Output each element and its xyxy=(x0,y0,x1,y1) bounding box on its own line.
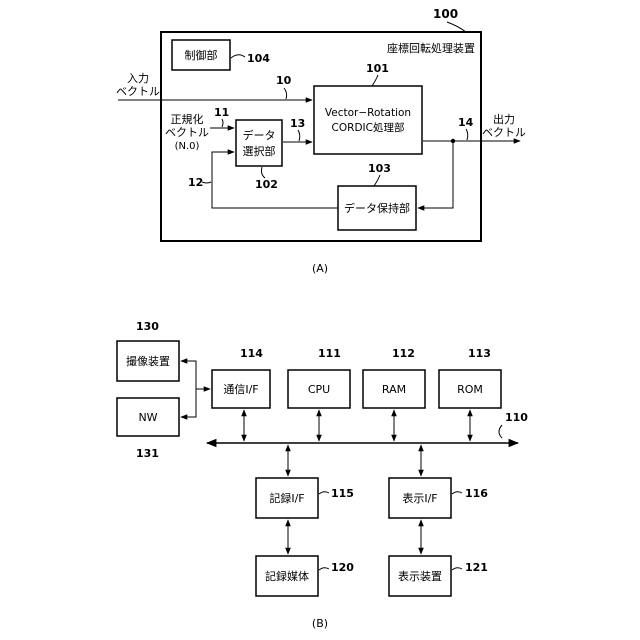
ram-ref: 112 xyxy=(392,347,415,360)
nw-label: NW xyxy=(138,411,157,424)
figure-b: 撮像装置 130 NW 131 通信I/F 114 CPU 111 RAM 11… xyxy=(117,320,528,630)
ram-label: RAM xyxy=(382,383,406,396)
cpu-ref: 111 xyxy=(318,347,341,360)
selector-line1: データ xyxy=(243,128,276,142)
norm-vector-line3: (N.0) xyxy=(175,141,200,152)
rom-ref: 113 xyxy=(468,347,491,360)
holder-label: データ保持部 xyxy=(344,201,410,215)
device-ref: 100 xyxy=(433,7,458,21)
input-vector-line1: 入力 xyxy=(127,72,149,85)
camera-ref: 130 xyxy=(136,320,159,333)
comm-if-ref: 114 xyxy=(240,347,263,360)
comm-if-label: 通信I/F xyxy=(223,383,258,396)
selector-line2: 選択部 xyxy=(243,144,276,158)
rec-media-label: 記録媒体 xyxy=(265,569,309,583)
cpu-label: CPU xyxy=(308,383,330,396)
camera-nw-bracket xyxy=(181,361,196,417)
disp-if-label: 表示I/F xyxy=(402,491,437,505)
sig14-ref: 14 xyxy=(458,116,474,129)
device-leader xyxy=(447,22,466,32)
sig11-ref: 11 xyxy=(214,106,229,119)
norm-vector-line2: ベクトル xyxy=(165,126,209,139)
input-vector-line2: ベクトル xyxy=(116,85,160,98)
figure-a: 100 座標回転処理装置 制御部 104 Vector−Rotation COR… xyxy=(116,7,526,275)
cordic-line1: Vector−Rotation xyxy=(325,107,411,119)
disp-if-ref: 116 xyxy=(465,487,488,500)
rec-if-label: 記録I/F xyxy=(269,491,304,505)
sig13-ref: 13 xyxy=(290,117,305,130)
rec-if-leader xyxy=(319,492,329,494)
output-vector-line1: 出力 xyxy=(493,112,515,126)
control-ref: 104 xyxy=(247,52,270,65)
rec-if-ref: 115 xyxy=(331,487,354,500)
bus-ref: 110 xyxy=(505,411,528,424)
selector-ref: 102 xyxy=(255,178,278,191)
cordic-box xyxy=(314,86,422,154)
selector-box xyxy=(236,120,282,166)
sig10-ref: 10 xyxy=(276,74,292,87)
rom-label: ROM xyxy=(457,383,483,396)
norm-vector-line1: 正規化 xyxy=(171,112,204,126)
nw-ref: 131 xyxy=(136,447,159,460)
caption-a: (A) xyxy=(312,262,328,275)
disp-if-leader xyxy=(452,492,462,494)
output-vector-line2: ベクトル xyxy=(482,126,526,139)
cordic-line2: CORDIC処理部 xyxy=(332,121,405,134)
disp-dev-label: 表示装置 xyxy=(398,569,442,583)
device-title: 座標回転処理装置 xyxy=(387,41,475,55)
camera-label: 撮像装置 xyxy=(126,354,170,368)
sig12-ref: 12 xyxy=(188,176,203,189)
cordic-ref: 101 xyxy=(366,62,389,75)
holder-ref: 103 xyxy=(368,162,391,175)
bus-leader xyxy=(499,425,502,438)
disp-dev-leader xyxy=(452,568,462,570)
control-unit-label: 制御部 xyxy=(185,48,218,62)
disp-dev-ref: 121 xyxy=(465,561,488,574)
rec-media-ref: 120 xyxy=(331,561,354,574)
rec-media-leader xyxy=(319,568,329,570)
caption-b: (B) xyxy=(312,617,328,630)
